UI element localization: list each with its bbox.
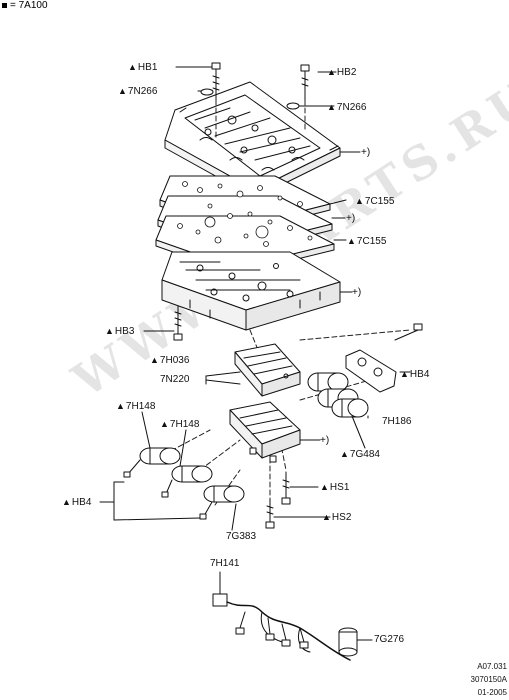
wiring-harness-7g276 [212,571,358,661]
solenoid-7h148-right [161,465,213,498]
solenoid-7h148-left [123,447,181,478]
warning-triangle-icon: ▲ [160,419,169,429]
callout-hs2: ▲HS2 [322,512,352,523]
callout-hb2: ▲HB2 [327,67,357,78]
solenoid-body-upper [234,343,301,397]
bolt-hb4-right [394,323,423,341]
warning-triangle-icon: ▲ [347,236,356,246]
filled-square-icon [2,2,7,8]
bolt-hs1 [281,471,291,505]
callout-hb4-left: ▲HB4 [62,497,92,508]
callout-7h148-left: ▲7H148 [116,401,156,412]
warning-triangle-icon: ▲ [105,326,114,336]
bolt-hb1 [211,62,221,101]
callout-7g383: 7G383 [226,531,257,542]
cup-7n266-right [286,102,300,110]
footer-ref-1: A07.031 [477,662,507,671]
warning-triangle-icon: ▲ [150,355,159,365]
callout-hb4-right: ▲HB4 [400,369,430,380]
callout-7c155-bottom: ▲7C155 [347,236,387,247]
warning-triangle-icon: ▲ [400,369,409,379]
callout-7n266-right: ▲7N266 [327,102,367,113]
warning-triangle-icon: ▲ [355,196,364,206]
plus-marker: +) [320,435,330,446]
cup-7n266-left [200,88,214,96]
plus-marker: +) [361,147,371,158]
warning-triangle-icon: ▲ [327,67,336,77]
warning-triangle-icon: ▲ [116,401,125,411]
plus-marker: +) [352,287,362,298]
callout-7g484: ▲7G484 [340,449,380,460]
callout-7h186: 7H186 [382,416,412,427]
solenoid-7g383 [199,485,245,520]
callout-7n266-left: ▲7N266 [118,86,158,97]
legend: = 7A100 [2,0,48,12]
callout-7c155-top: ▲7C155 [355,196,395,207]
footer-ref-2: 3070150A [470,675,507,684]
footer-date: 01-2005 [477,688,507,697]
legend-text: = 7A100 [10,0,48,11]
warning-triangle-icon: ▲ [340,449,349,459]
callout-hb1: ▲HB1 [128,62,158,73]
warning-triangle-icon: ▲ [327,102,336,112]
bolt-hs2 [265,499,275,529]
callout-hb3: ▲HB3 [105,326,135,337]
wiring-bracket-7h186 [345,349,397,393]
plus-marker: +) [346,213,356,224]
solenoid-body-lower [229,401,301,463]
callout-7g276: 7G276 [374,634,405,645]
lower-valve-body [161,251,341,331]
callout-hs1: ▲HS1 [320,482,350,493]
warning-triangle-icon: ▲ [118,86,127,96]
warning-triangle-icon: ▲ [322,512,331,522]
callout-7h148-right: ▲7H148 [160,419,200,430]
warning-triangle-icon: ▲ [128,62,137,72]
callout-7h036: ▲7H036 [150,355,190,366]
warning-triangle-icon: ▲ [320,482,329,492]
shift-solenoid-right [307,372,369,418]
callout-7n220: 7N220 [160,374,190,385]
bolt-hb2 [300,64,310,101]
callout-7h141: 7H141 [210,558,240,569]
bolt-hb3 [173,305,183,341]
warning-triangle-icon: ▲ [62,497,71,507]
